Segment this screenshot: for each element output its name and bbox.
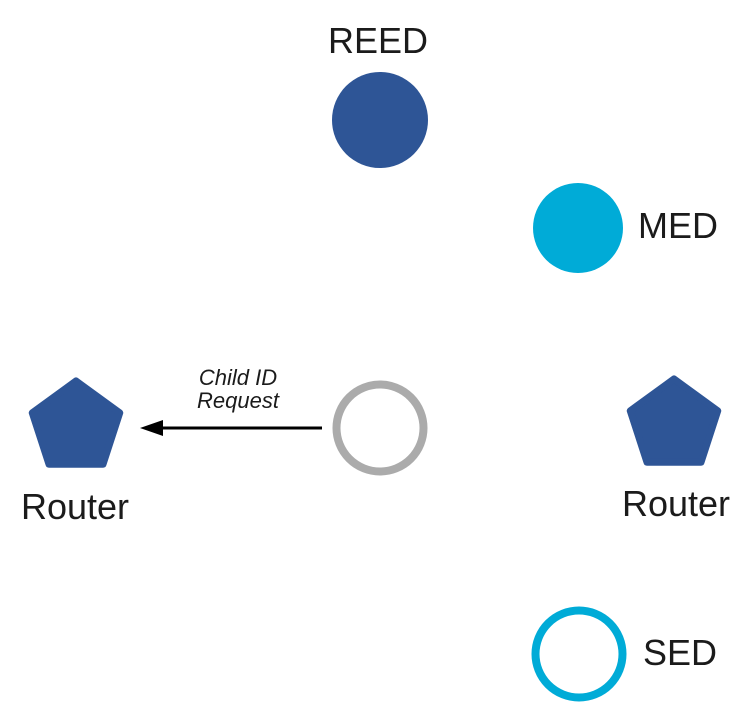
router-right-pentagon-icon bbox=[626, 375, 722, 466]
sed-node-label: SED bbox=[643, 632, 718, 673]
child-id-request-label: Child ID Request bbox=[197, 366, 279, 412]
router-right-label: Router bbox=[621, 483, 731, 524]
child-id-request-label-line1: Child ID bbox=[198, 365, 278, 390]
joining-device-circle-icon bbox=[332, 380, 428, 476]
reed-node-label: REED bbox=[327, 20, 429, 61]
reed-node-circle-icon bbox=[332, 72, 428, 168]
med-node-label: MED bbox=[638, 205, 718, 246]
child-id-request-label-line2: Request bbox=[197, 388, 279, 413]
med-node-circle-icon bbox=[533, 183, 623, 273]
router-left-pentagon-icon bbox=[28, 377, 124, 468]
router-left-label: Router bbox=[20, 486, 130, 527]
sed-node-circle-icon bbox=[531, 606, 627, 702]
child-id-request-arrowhead-icon bbox=[140, 420, 163, 436]
